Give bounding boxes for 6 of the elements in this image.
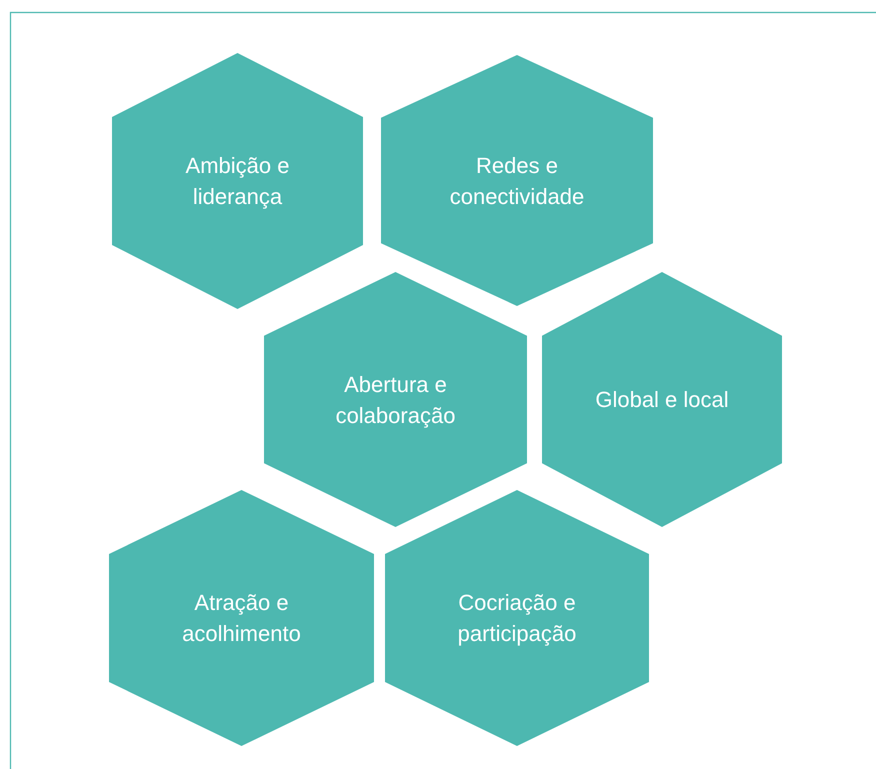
hexagon-label: Global e local (595, 386, 729, 414)
hexagon-label: Cocriação e participação (456, 589, 578, 648)
hexagon-label: Redes e conectividade (448, 152, 586, 210)
hexagon-label: Abertura e colaboração (334, 370, 456, 430)
hexagon-label: Atração e acolhimento (181, 589, 302, 648)
hexagon-label: Ambição e liderança (184, 152, 290, 211)
